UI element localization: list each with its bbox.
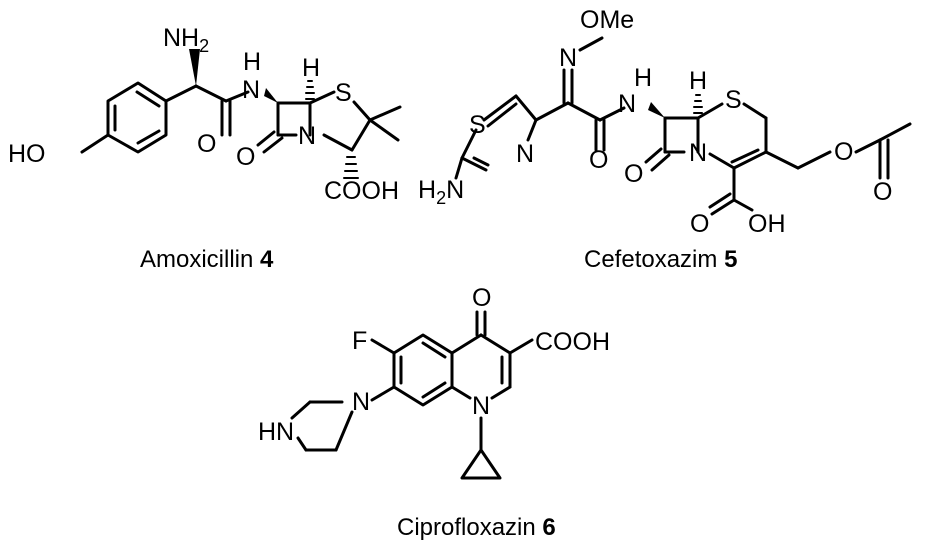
amoxicillin-caption: Amoxicillin 4 bbox=[140, 246, 274, 273]
cefetoxazim-atom-oh: OH bbox=[748, 210, 786, 238]
cefetoxazim-atom-o-ester: O bbox=[834, 138, 853, 166]
amoxicillin-atom-h: H bbox=[302, 54, 320, 82]
ciprofloxazin-atom-f: F bbox=[352, 327, 367, 355]
cefetoxazim-atom-h2n: H2N bbox=[418, 176, 464, 208]
cefetoxazim-beta-lactam bbox=[644, 116, 700, 172]
cefetoxazim-caption: Cefetoxazim 5 bbox=[584, 246, 737, 273]
amoxicillin-atom-cooh: COOH bbox=[324, 177, 399, 205]
amoxicillin-atom-nh: N bbox=[242, 76, 260, 104]
amoxicillin-atom-o-amide: O bbox=[197, 130, 216, 158]
cefetoxazim-atom-o-amide: O bbox=[589, 146, 608, 174]
cefetoxazim-dihydrothiazine bbox=[696, 102, 832, 170]
cefetoxazim-atom-s: S bbox=[725, 86, 742, 114]
ciprofloxazin-benzene-ring bbox=[370, 333, 454, 407]
amoxicillin-hash-cooh bbox=[343, 156, 359, 179]
ciprofloxazin-atom-o: O bbox=[472, 284, 491, 312]
cefetoxazim-atom-nh-h: H bbox=[634, 64, 652, 92]
cefetoxazim-atom-n-oxime: N bbox=[559, 44, 577, 72]
amoxicillin-atom-o-lactam: O bbox=[236, 143, 255, 171]
ciprofloxazin-structure: F O COOH N HN N Ciprofloxazin 6 bbox=[258, 284, 610, 541]
ciprofloxazin-atom-cooh: COOH bbox=[535, 328, 610, 356]
amoxicillin-atom-ho: HO bbox=[8, 140, 46, 168]
cefetoxazim-thiazole-ring bbox=[454, 94, 538, 180]
ciprofloxazin-cyclopropyl bbox=[460, 416, 502, 480]
cefetoxazim-hash-h bbox=[693, 94, 703, 114]
cefetoxazim-atom-s-thiazole: S bbox=[469, 111, 486, 139]
cefetoxazim-atom-ome: OMe bbox=[580, 6, 634, 34]
ciprofloxazin-atom-n-quinolone: N bbox=[472, 392, 490, 420]
cefetoxazim-atom-o-lactam: O bbox=[624, 160, 643, 188]
amoxicillin-phenol-ring bbox=[80, 81, 198, 154]
ciprofloxazin-atom-n-piperazine: N bbox=[352, 388, 370, 416]
cefetoxazim-wedge-nh bbox=[648, 102, 665, 118]
ciprofloxazin-atom-hn: HN bbox=[258, 418, 294, 446]
ciprofloxazin-pyridone-ring bbox=[450, 310, 534, 400]
amoxicillin-atom-s: S bbox=[335, 79, 352, 107]
cefetoxazim-atom-o-acid: O bbox=[690, 210, 709, 238]
amoxicillin-thiazolidine bbox=[308, 90, 402, 152]
cefetoxazim-atom-n-thiazole: N bbox=[516, 140, 534, 168]
cefetoxazim-structure: N OMe S N H2N O N H H S N O O OH O O Cef… bbox=[418, 6, 912, 273]
amoxicillin-atom-n: N bbox=[298, 122, 316, 150]
amoxicillin-atom-nh2: NH2 bbox=[163, 24, 209, 56]
amoxicillin-wedge-nh bbox=[264, 88, 278, 103]
cefetoxazim-atom-n: N bbox=[689, 139, 707, 167]
amoxicillin-atom-nh-h: H bbox=[243, 48, 261, 76]
cefetoxazim-atom-h: H bbox=[689, 67, 707, 95]
ciprofloxazin-caption: Ciprofloxazin 6 bbox=[397, 514, 556, 541]
amoxicillin-beta-lactam bbox=[256, 101, 312, 154]
cefetoxazim-atom-o-carbonyl: O bbox=[873, 178, 892, 206]
amoxicillin-wedge-nh2 bbox=[189, 49, 200, 86]
amoxicillin-hash-h bbox=[305, 80, 315, 100]
amoxicillin-structure: NH2 HO N H H S N O O COOH Amoxicillin 4 bbox=[8, 24, 402, 273]
ciprofloxazin-piperazine bbox=[290, 400, 354, 452]
cefetoxazim-atom-nh: N bbox=[618, 90, 636, 118]
